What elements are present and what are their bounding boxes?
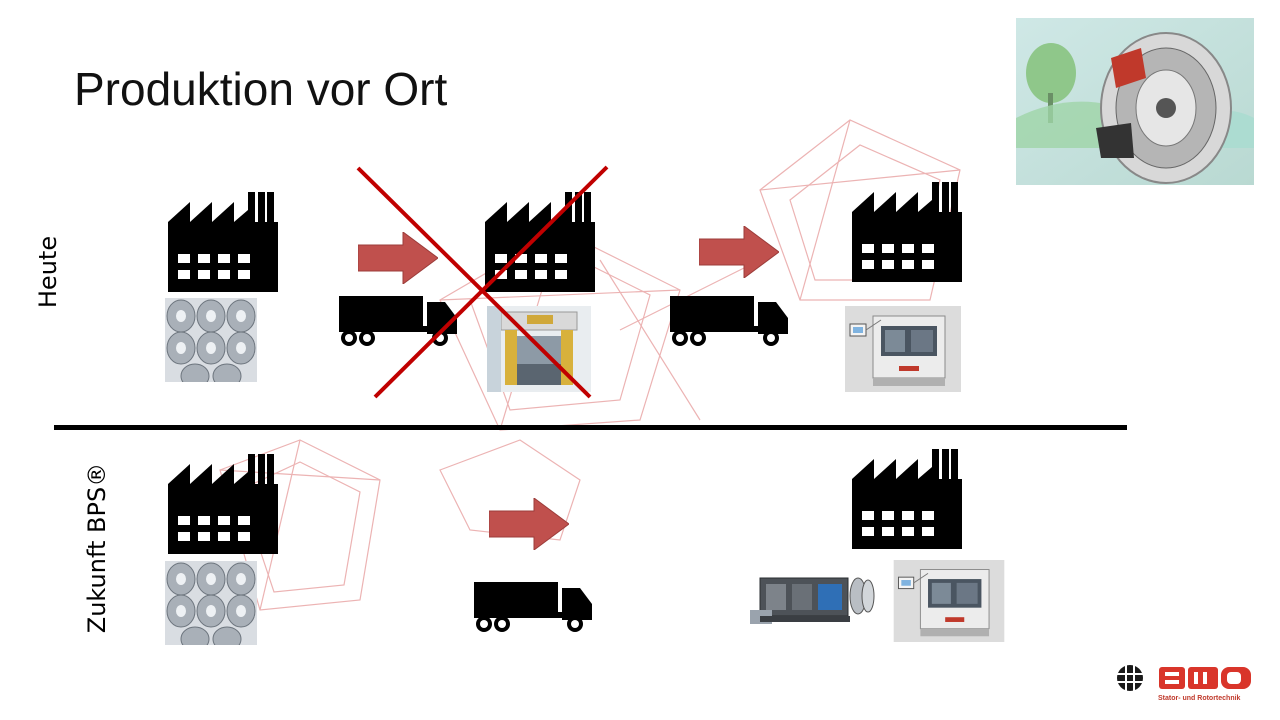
row-label-zukunft: Zukunft BPS® bbox=[83, 462, 111, 634]
cross-out-icon bbox=[356, 165, 609, 399]
factory-icon bbox=[168, 454, 278, 554]
row-label-heute: Heute bbox=[34, 235, 62, 309]
factory-icon bbox=[852, 182, 962, 282]
truck-icon bbox=[474, 582, 594, 632]
steel-coils-photo bbox=[165, 298, 257, 382]
arrow-right-icon bbox=[489, 498, 569, 550]
stamping-machine-photo bbox=[845, 306, 961, 392]
steel-coils-photo bbox=[165, 561, 257, 645]
row-divider bbox=[54, 425, 1127, 430]
logo-tagline: Stator- und Rotortechnik bbox=[1158, 695, 1241, 702]
slide-title: Produktion vor Ort bbox=[74, 63, 448, 115]
factory-icon bbox=[852, 449, 962, 549]
stamping-machine-photo bbox=[893, 560, 1005, 642]
company-logo bbox=[1117, 665, 1251, 691]
motor-photo bbox=[1016, 18, 1254, 185]
arrow-right-icon bbox=[699, 226, 779, 278]
production-line-photo bbox=[750, 566, 882, 632]
factory-icon bbox=[168, 192, 278, 292]
truck-icon bbox=[670, 296, 790, 346]
